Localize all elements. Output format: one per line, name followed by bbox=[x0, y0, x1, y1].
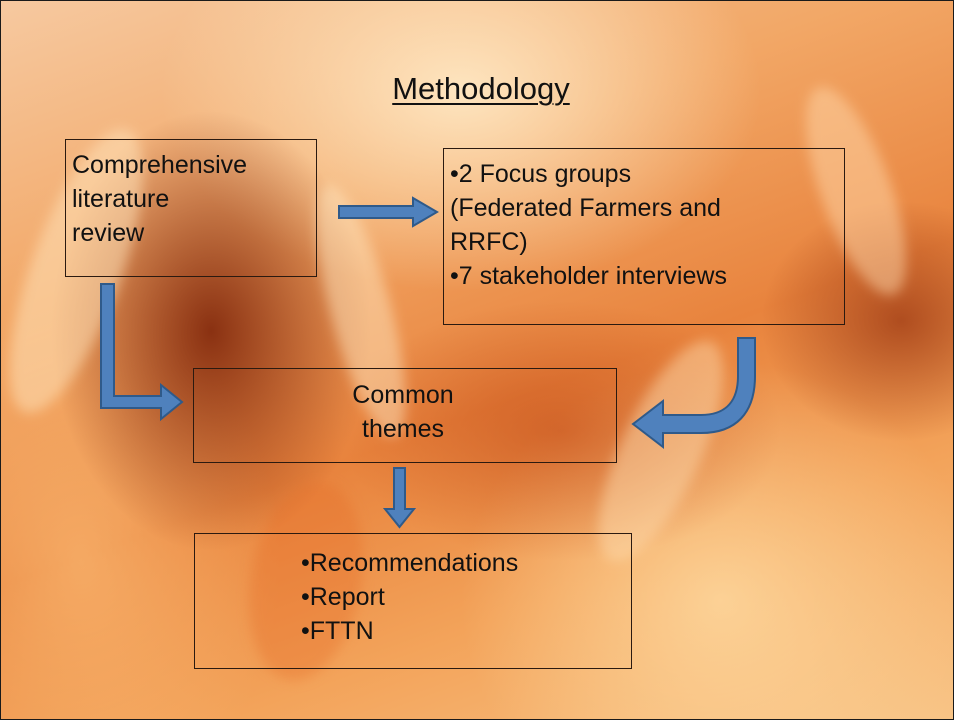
common-themes-box: Common themes bbox=[193, 368, 617, 463]
arrow-down-right-icon bbox=[100, 283, 184, 422]
arrow-down-icon bbox=[382, 467, 417, 529]
themes-line-1: Common bbox=[352, 381, 454, 409]
outcome-report: •Report bbox=[301, 583, 385, 611]
arrow-curved-left-icon bbox=[631, 337, 756, 450]
literature-line-3: review bbox=[72, 219, 145, 247]
literature-line-1: Comprehensive bbox=[72, 151, 248, 179]
outcome-recommendations: •Recommendations bbox=[301, 549, 519, 577]
literature-review-box: Comprehensive literature review bbox=[65, 139, 317, 277]
themes-line-2: themes bbox=[362, 415, 444, 443]
focus-line-1: •2 Focus groups bbox=[450, 160, 632, 188]
focus-line-3: RRFC) bbox=[450, 228, 528, 256]
outcomes-box: •Recommendations •Report •FTTN bbox=[194, 533, 632, 669]
outcome-fttn: •FTTN bbox=[301, 617, 374, 645]
slide-title: Methodology bbox=[392, 71, 570, 106]
focus-line-4: •7 stakeholder interviews bbox=[450, 262, 727, 290]
focus-line-2: (Federated Farmers and bbox=[450, 194, 721, 222]
focus-groups-box: •2 Focus groups (Federated Farmers and R… bbox=[443, 148, 845, 325]
literature-line-2: literature bbox=[72, 185, 170, 213]
arrow-right-icon bbox=[338, 196, 439, 228]
